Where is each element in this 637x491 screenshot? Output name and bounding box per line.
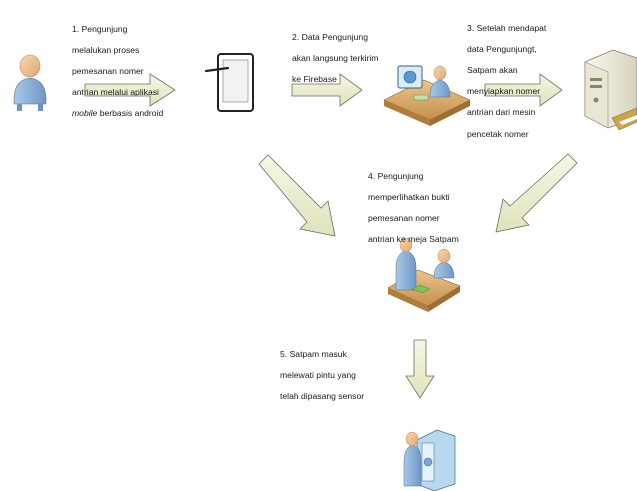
step-3-line-6: pencetak nomer xyxy=(467,128,529,139)
arrow-right-1 xyxy=(84,73,176,107)
security-desk-icon xyxy=(387,237,461,312)
step-4-line-3: pemesanan nomer xyxy=(368,212,440,223)
arrow-diagonal-down-left xyxy=(495,153,578,233)
step-1-italic-word: mobile xyxy=(72,108,98,119)
step-2-number: 2. xyxy=(292,31,300,42)
step-3-line-1: Setelah mendapat xyxy=(476,22,547,33)
step-3-number: 3. xyxy=(467,22,475,33)
step-2-line-3: ke Firebase xyxy=(292,73,337,84)
step-4-number: 4. xyxy=(368,170,376,181)
step-5-text: 5. Satpam masuk melewati pintu yang tela… xyxy=(280,338,364,412)
step-1-line-3: pemesanan nomer xyxy=(72,65,144,76)
step-4-text: 4. Pengunjung memperlihatkan bukti pemes… xyxy=(368,160,459,255)
step-2-text: 2. Data Pengunjung akan langsung terkiri… xyxy=(292,21,378,95)
step-4-line-2: memperlihatkan bukti xyxy=(368,191,450,202)
server-printer-icon xyxy=(584,49,637,131)
security-computer-icon xyxy=(383,65,471,126)
arrow-diagonal-down-right xyxy=(258,154,336,237)
step-4-line-4: antrian ke meja Satpam xyxy=(368,234,459,245)
step-5-line-1: Satpam masuk xyxy=(289,348,347,359)
arrow-right-2 xyxy=(291,73,363,107)
step-5-number: 5. xyxy=(280,348,288,359)
step-1-line-2: melalukan proses xyxy=(72,44,140,55)
arrow-down xyxy=(405,339,435,399)
step-5-line-3: telah dipasang sensor xyxy=(280,390,365,401)
step-1-line-5: berbasis android xyxy=(97,108,164,119)
step-1-line-4: antrian melalui aplikasi xyxy=(72,87,159,98)
step-2-line-1: Data Pengunjung xyxy=(301,31,368,42)
step-3-line-5: antrian dari mesin xyxy=(467,107,536,118)
step-3-text: 3. Setelah mendapat data Pengunjungt, Sa… xyxy=(467,12,546,150)
smartphone-icon xyxy=(204,53,254,112)
sensor-door-icon xyxy=(403,429,456,491)
step-3-line-3: Satpam akan xyxy=(467,64,518,75)
step-1-number: 1. xyxy=(72,23,80,34)
step-5-line-2: melewati pintu yang xyxy=(280,369,356,380)
step-2-line-2: akan langsung terkirim xyxy=(292,52,379,63)
arrow-right-3 xyxy=(484,73,563,107)
step-1-text: 1. Pengunjung melalukan proses pemesanan… xyxy=(72,13,163,130)
step-3-line-2: data Pengunjungt, xyxy=(467,43,537,54)
step-1-line-1: Pengunjung xyxy=(81,23,128,34)
visitor-icon xyxy=(13,54,47,111)
step-3-line-4: menyiapkan nomer xyxy=(467,86,541,97)
step-4-line-1: Pengunjung xyxy=(377,170,424,181)
